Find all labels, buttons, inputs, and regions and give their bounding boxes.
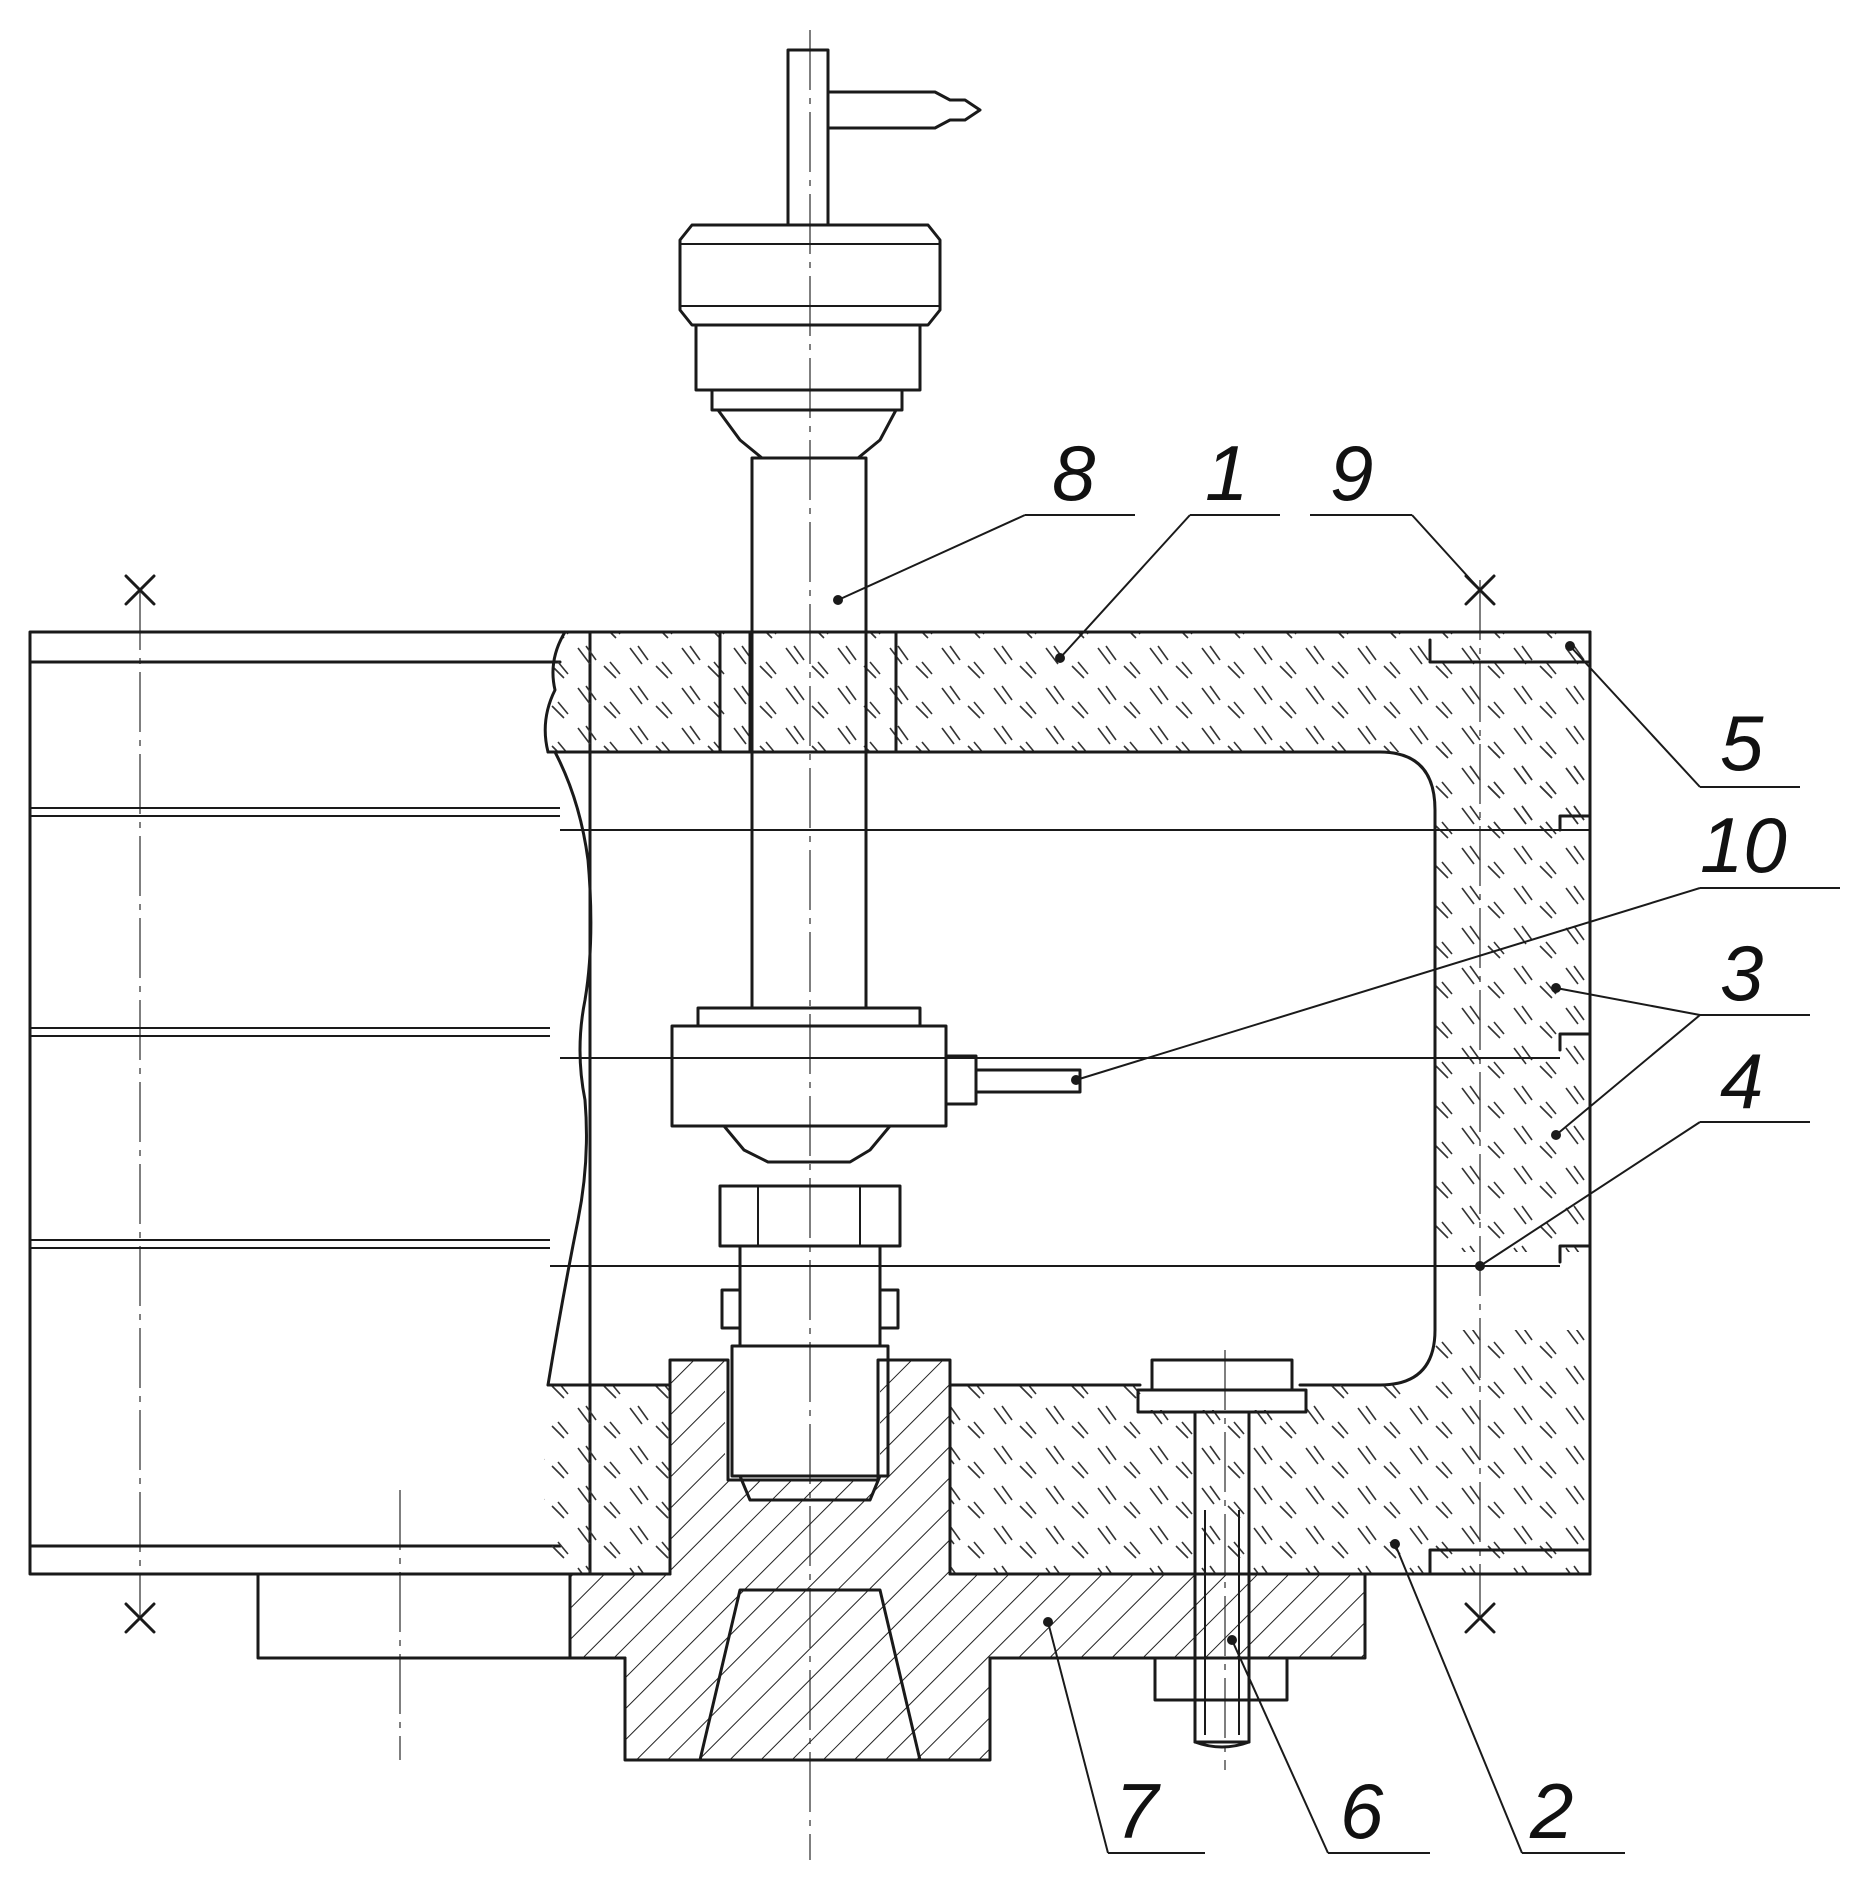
label-part-7: 7 <box>1115 1767 1161 1855</box>
bolt <box>1136 1358 1308 1749</box>
label-part-4: 4 <box>1720 1037 1763 1125</box>
cross-marks <box>124 574 1496 1634</box>
bottom-insulation-slab <box>544 1330 1592 1576</box>
inner-cavity <box>546 750 1560 1387</box>
part-labels: 8 1 9 5 10 3 4 7 6 2 <box>1052 429 1787 1855</box>
top-insulation-slab <box>543 630 1592 830</box>
base-flange <box>568 1358 1367 1762</box>
right-wall-insulation <box>1380 630 1592 1576</box>
label-part-1: 1 <box>1205 429 1248 517</box>
left-casing-outside-view <box>28 630 592 1660</box>
label-part-2: 2 <box>1529 1767 1573 1855</box>
label-part-6: 6 <box>1340 1767 1384 1855</box>
leader-lines <box>833 514 1840 1854</box>
label-part-10: 10 <box>1700 801 1787 889</box>
label-part-5: 5 <box>1720 699 1764 787</box>
label-part-8: 8 <box>1052 429 1095 517</box>
label-part-3: 3 <box>1720 929 1763 1017</box>
label-part-9: 9 <box>1330 429 1373 517</box>
sensor-tube-assembly <box>670 48 1082 1502</box>
